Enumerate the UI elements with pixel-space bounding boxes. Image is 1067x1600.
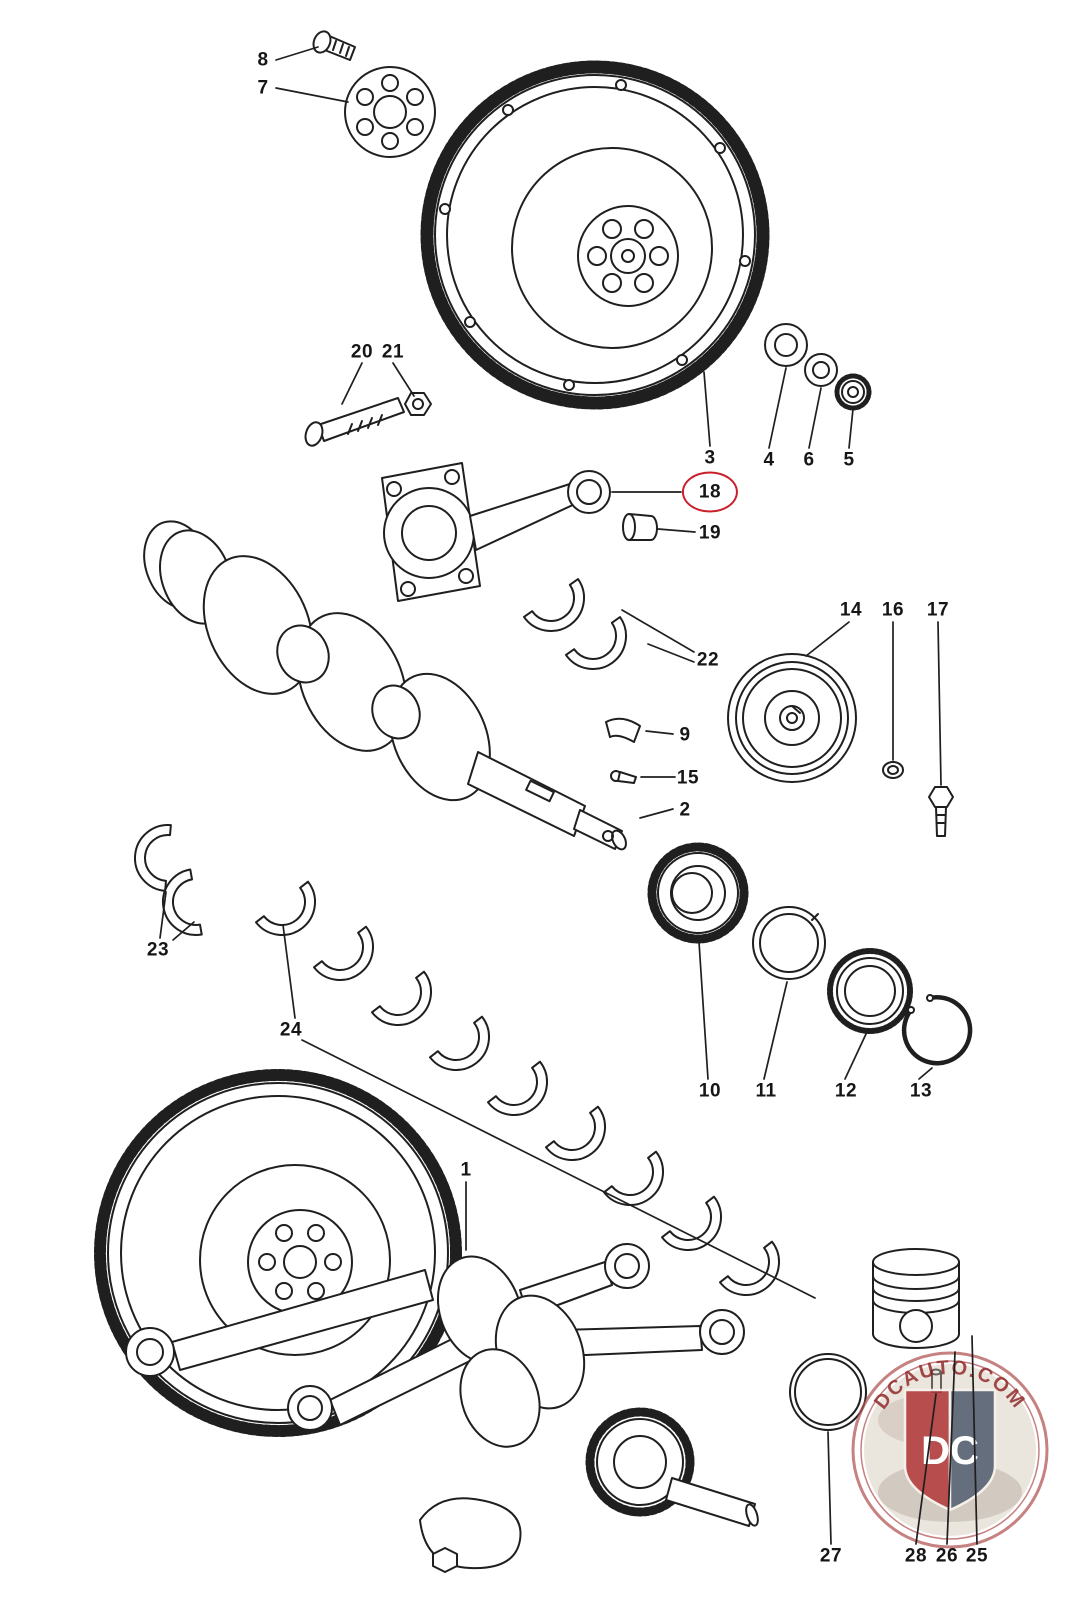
part-14-pulley [727, 653, 857, 783]
part-16-clip [882, 761, 904, 779]
part-9-woodruff-key [605, 717, 641, 743]
part-17-bolt [928, 786, 954, 837]
part-22-bearing-shells [522, 578, 640, 683]
watermark-shield-left [903, 1388, 952, 1512]
part-19-bushing [622, 513, 658, 541]
watermark-shield-right [948, 1388, 997, 1512]
part-8-bolt [312, 30, 356, 61]
part-11-shim-ring [752, 906, 826, 980]
part-27-seal-ring [789, 1353, 867, 1431]
part-23-bearing-shells [131, 821, 203, 942]
watermark-outer-ring [851, 1351, 1049, 1549]
part-12-toothed-ring [827, 948, 913, 1034]
part-3-flywheel [420, 60, 770, 410]
part-18-connecting-rod [381, 462, 611, 602]
dcauto-watermark: DCAUTO.COM DC [851, 1351, 1049, 1549]
leader-lines [159, 46, 978, 1545]
part-5-nut [834, 373, 872, 411]
part-2-crankshaft [143, 520, 627, 851]
part-7-drive-plate [344, 66, 436, 158]
part-4-washer [764, 323, 808, 367]
watermark-inner-ring [860, 1360, 1040, 1540]
part-15-pin [610, 770, 637, 784]
part-21-nut [404, 392, 432, 416]
part-25-piston [872, 1248, 960, 1349]
part-20-bolt [304, 397, 405, 447]
part-13-snap-ring [901, 994, 973, 1066]
part-10-timing-gear [647, 842, 749, 944]
part-1-crankshaft-assembly [94, 1069, 759, 1573]
part-6-ring [804, 353, 838, 387]
